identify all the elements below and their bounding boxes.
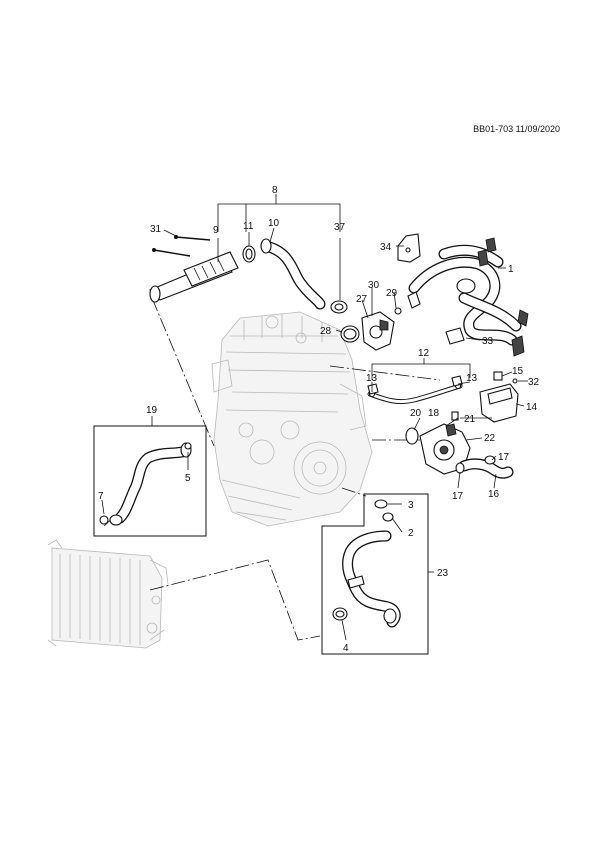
callout-16: 16 bbox=[488, 489, 500, 500]
callout-29: 29 bbox=[386, 288, 398, 299]
callout-28: 28 bbox=[320, 326, 332, 337]
callout-22: 22 bbox=[484, 433, 496, 444]
bracket-33 bbox=[445, 327, 465, 345]
clamp-11 bbox=[242, 245, 256, 263]
callout-17-right: 17 bbox=[498, 452, 510, 463]
hose-16 bbox=[455, 455, 514, 479]
radiator-ghost bbox=[47, 539, 169, 649]
bracket-34 bbox=[397, 233, 421, 263]
callout-34: 34 bbox=[380, 242, 392, 253]
callout-10: 10 bbox=[268, 218, 280, 229]
clamp-37 bbox=[330, 300, 348, 314]
callout-numbers: 8 9 11 10 37 31 34 1 30 27 29 28 33 12 1… bbox=[98, 185, 540, 654]
callout-21: 21 bbox=[464, 414, 476, 425]
outlet-pipe-31-9 bbox=[149, 235, 239, 303]
callout-37: 37 bbox=[334, 222, 346, 233]
hose-group-23-box bbox=[321, 493, 429, 655]
callout-27: 27 bbox=[356, 294, 368, 305]
coolant-reservoir-14 bbox=[479, 371, 519, 423]
callout-13-right: 13 bbox=[466, 373, 478, 384]
callout-1: 1 bbox=[508, 264, 514, 275]
callout-7: 7 bbox=[98, 491, 104, 502]
callout-32: 32 bbox=[528, 377, 540, 388]
callout-8: 8 bbox=[272, 185, 278, 196]
callout-23: 23 bbox=[437, 568, 449, 579]
harness-hose-1 bbox=[407, 237, 529, 357]
hose-10 bbox=[260, 238, 326, 310]
hose-group-19-box bbox=[93, 425, 207, 537]
callout-15: 15 bbox=[512, 366, 524, 377]
clips-13 bbox=[367, 375, 463, 395]
callout-33: 33 bbox=[482, 336, 494, 347]
engine-block-ghost bbox=[211, 311, 373, 527]
callout-14: 14 bbox=[526, 402, 538, 413]
callout-leader-lines bbox=[101, 194, 528, 641]
gasket-28 bbox=[340, 325, 360, 343]
water-pump-assembly-18-22 bbox=[405, 411, 471, 475]
callout-4: 4 bbox=[343, 643, 349, 654]
callout-3: 3 bbox=[408, 500, 414, 511]
callout-31: 31 bbox=[150, 224, 162, 235]
callout-2: 2 bbox=[408, 528, 414, 539]
document-reference: BB01-703 11/09/2020 bbox=[473, 124, 560, 134]
callout-18: 18 bbox=[428, 408, 440, 419]
thermostat-housing-27-30 bbox=[361, 307, 402, 351]
callout-13-left: 13 bbox=[366, 373, 378, 384]
callout-17-bottom: 17 bbox=[452, 491, 464, 502]
callout-30: 30 bbox=[368, 280, 380, 291]
callout-12: 12 bbox=[418, 348, 430, 359]
callout-9: 9 bbox=[213, 225, 219, 236]
callout-5: 5 bbox=[185, 473, 191, 484]
callout-19: 19 bbox=[146, 405, 158, 416]
callout-11: 11 bbox=[243, 221, 254, 232]
callout-20: 20 bbox=[410, 408, 422, 419]
bypass-pipe-12 bbox=[367, 382, 463, 405]
